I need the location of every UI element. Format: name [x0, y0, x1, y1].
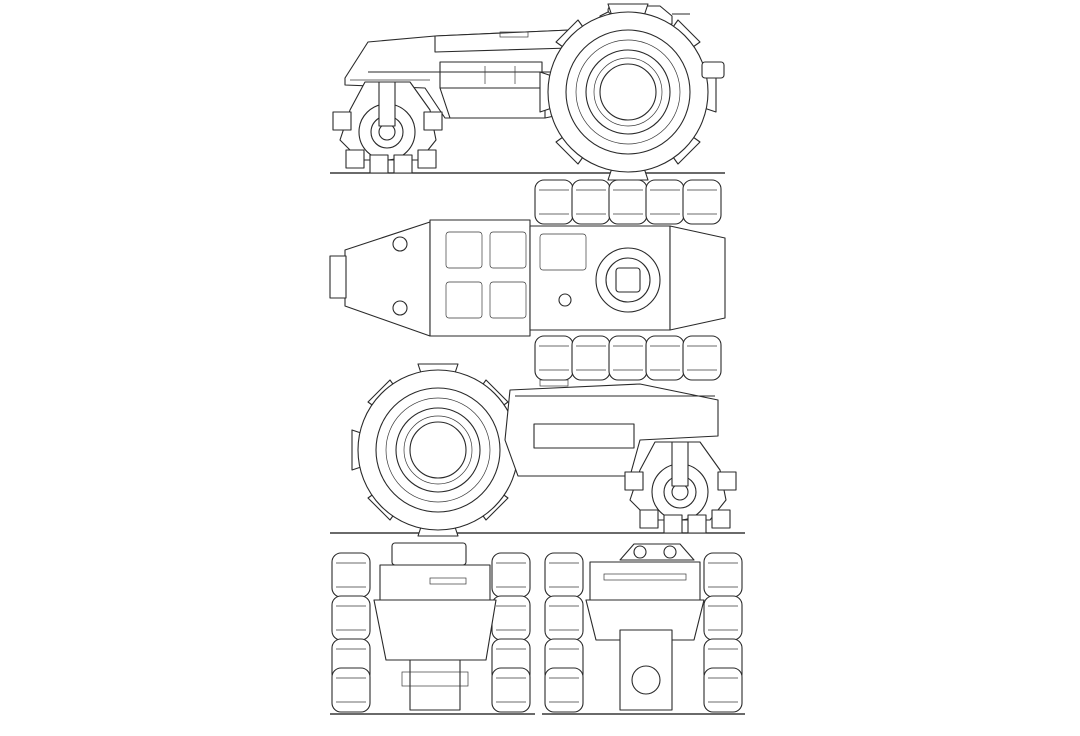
top-cupola: [595, 247, 661, 313]
front-hull: [373, 542, 497, 711]
side-view-left: [330, 363, 745, 537]
rear-wheel: [332, 81, 443, 174]
top-upper-rollers: [534, 179, 722, 225]
front-wheel: [539, 3, 717, 181]
front-left-roller: [331, 552, 371, 713]
rear-view: [542, 543, 745, 715]
left-hull: [504, 379, 719, 477]
hull: [344, 29, 583, 119]
rear-left-roller: [544, 552, 584, 713]
left-rear-wheel: [624, 441, 737, 534]
front-view: [330, 542, 535, 715]
rear-hull: [585, 543, 705, 711]
top-view: [329, 179, 726, 381]
rear-right-roller: [703, 552, 743, 713]
front-right-roller: [491, 552, 531, 713]
left-front-wheel: [351, 363, 525, 537]
top-hull: [329, 219, 726, 337]
side-view-right: [330, 3, 725, 181]
top-lower-rollers: [534, 335, 722, 381]
